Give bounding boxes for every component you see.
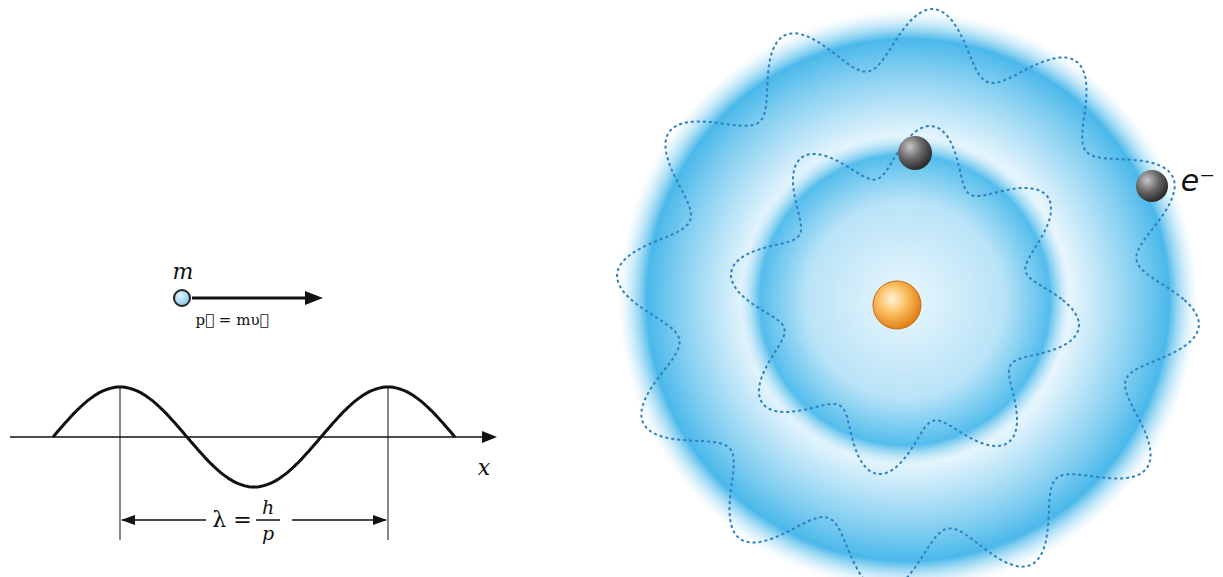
axis-arrow-head	[482, 431, 497, 443]
dimension-arrow-head	[373, 515, 387, 525]
nucleus	[873, 281, 921, 329]
momentum-label: p⃗ = mυ⃗	[195, 312, 268, 329]
fraction-denominator: p	[262, 523, 274, 544]
mass-label: m	[173, 260, 194, 284]
electron-label: e⁻	[1181, 164, 1215, 197]
standing-wave	[731, 126, 1079, 474]
x-axis	[10, 436, 486, 438]
fraction-numerator: h	[262, 497, 274, 518]
outer-orbit-glow	[618, 10, 1198, 577]
matter-wave	[53, 387, 455, 487]
wavelength-label: λ =	[212, 508, 251, 532]
momentum-arrow	[192, 297, 310, 300]
standing-wave	[617, 9, 1199, 577]
fraction-bar	[256, 519, 280, 521]
extension-line	[120, 387, 121, 540]
particle	[174, 290, 190, 306]
electron	[1136, 170, 1168, 202]
extension-line	[388, 387, 389, 540]
axis-label: x	[478, 456, 490, 480]
electron	[898, 136, 932, 170]
inner-orbit-glow	[740, 135, 1070, 465]
arrow-head	[305, 291, 323, 305]
dimension-arrow-head	[121, 515, 135, 525]
label-patch	[206, 496, 292, 544]
